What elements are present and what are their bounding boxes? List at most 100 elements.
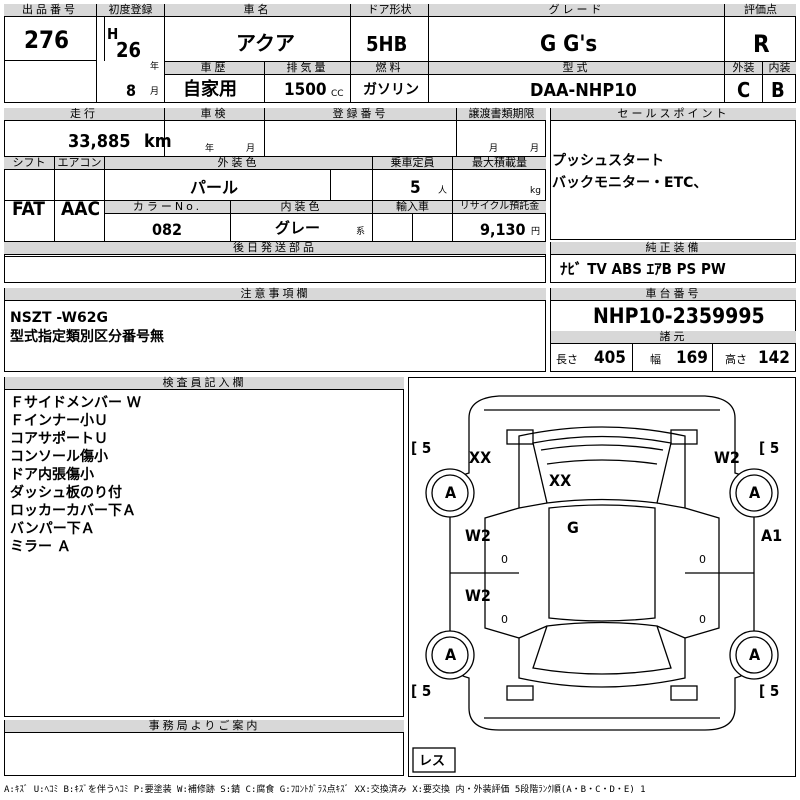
- door-zero-3: 0: [699, 553, 706, 566]
- chassis-no: NHP10-2359995: [593, 304, 765, 328]
- recycle-deposit: 9,130: [480, 220, 526, 239]
- marker-front-door-left: W2: [465, 526, 491, 545]
- inspector-note: ドア内張傷小: [10, 467, 94, 483]
- wheel-front-right-mark: A: [749, 483, 761, 502]
- marker-glass: G: [567, 518, 579, 537]
- marker-front-right: W2: [714, 448, 740, 467]
- cc-unit: CC: [331, 89, 344, 99]
- legend: A:ｷｽﾞ U:ﾍｺﾐ B:ｷｽﾞを伴うﾍｺﾐ P:要塗装 W:補修跡 S:錆 …: [4, 785, 646, 795]
- grade-label: グレード: [429, 4, 724, 17]
- mileage: 33,885: [68, 131, 131, 152]
- aircon: AAC: [61, 198, 101, 220]
- wheel-front-left-mark: A: [445, 483, 457, 502]
- exterior-color-label: 外装色: [105, 157, 372, 170]
- width: 169: [676, 348, 708, 368]
- car-name-label: 車名: [165, 4, 350, 17]
- car-diagram: [ 5 [ 5 [ 5 [ 5 レス XX W2 XX G W2 W2 A1 A…: [408, 377, 796, 777]
- interior-color-label: 内装色: [231, 201, 372, 214]
- office-label: 事務局よりご案内: [5, 720, 404, 733]
- marker-hood: XX: [549, 471, 572, 490]
- first-reg-label: 初度登録: [97, 4, 164, 17]
- marker-rear-door-left: W2: [465, 586, 491, 605]
- fuel: ガソリン: [363, 82, 419, 98]
- year-unit: 年: [150, 62, 160, 72]
- height-label: 高さ: [725, 353, 747, 366]
- inspection-label: 車検: [165, 108, 264, 121]
- lot-number-label: 出品番号: [4, 4, 96, 17]
- persons-unit: 人: [438, 186, 448, 196]
- notes-label: 注意事項欄: [5, 288, 546, 301]
- reg-month: 8: [126, 81, 137, 100]
- lot-number: 276: [24, 26, 70, 54]
- door-zero-4: 0: [699, 613, 706, 626]
- note-1: NSZT -W62G: [10, 310, 108, 326]
- sales-point-2: バックモニター・ETC、: [552, 175, 708, 191]
- tire-rear-left: [ 5: [411, 682, 432, 700]
- tire-front-right: [ 5: [759, 439, 780, 457]
- shift: FAT: [12, 198, 45, 220]
- wheel-rear-left-mark: A: [445, 645, 457, 664]
- inspector-note: コアサポートＵ: [10, 431, 108, 447]
- later-parts-label: 後日発送部品: [4, 242, 546, 255]
- exterior-label: 外装: [725, 62, 762, 75]
- score: R: [753, 30, 770, 58]
- registration-no-label: 登録番号: [265, 108, 456, 121]
- capacity-label: 乗車定員: [373, 157, 452, 170]
- displacement: 1500: [284, 80, 327, 100]
- history: 自家用: [183, 79, 237, 100]
- door-type-label: ドア形状: [351, 4, 428, 17]
- model-code-label: 型式: [429, 62, 724, 75]
- inspector-note: バンパー下Ａ: [10, 521, 95, 537]
- transfer-deadline-label: 譲渡書類期限: [457, 108, 546, 121]
- inspector-label: 検査員記入欄: [5, 377, 404, 390]
- score-label: 評価点: [725, 4, 796, 17]
- import-label: 輸入車: [373, 201, 452, 214]
- door-zero-2: 0: [501, 613, 508, 626]
- history-label: 車歴: [165, 62, 264, 75]
- wheel-rear-right-mark: A: [749, 645, 761, 664]
- transfer-day-unit: 月: [530, 144, 540, 154]
- interior-color: グレー: [275, 219, 321, 237]
- inspector-note: ミラー Ａ: [10, 539, 71, 555]
- exterior-color: パール: [190, 178, 239, 197]
- inspection-month-unit: 月: [246, 144, 256, 154]
- tire-rear-right: [ 5: [759, 682, 780, 700]
- door-type: 5HB: [366, 32, 408, 56]
- note-2: 型式指定類別区分番号無: [10, 329, 164, 345]
- inspector-note: ダッシュ板のり付: [10, 485, 122, 501]
- capacity: 5: [410, 178, 421, 198]
- inspector-note: コンソール傷小: [10, 449, 108, 465]
- color-no: 082: [152, 220, 183, 239]
- car-name: アクア: [236, 31, 295, 55]
- width-label: 幅: [650, 353, 661, 366]
- length: 405: [594, 348, 626, 368]
- height: 142: [758, 348, 790, 368]
- yen-unit: 円: [531, 227, 541, 237]
- marker-right-side: A1: [761, 526, 783, 545]
- era: H: [107, 25, 119, 43]
- door-zero-1: 0: [501, 553, 508, 566]
- car-outline-svg: [412, 395, 779, 773]
- length-label: 長さ: [556, 353, 578, 366]
- sales-point-1: プッシュスタート: [552, 153, 664, 169]
- sales-points-label: セールスポイント: [551, 108, 796, 121]
- spare-tire: レス: [419, 754, 446, 769]
- tire-front-left: [ 5: [411, 439, 432, 457]
- kei-unit: 系: [356, 227, 366, 237]
- inspection-year-unit: 年: [205, 144, 215, 154]
- model-code: DAA-NHP10: [530, 80, 637, 101]
- interior-label: 内装: [763, 62, 796, 75]
- equipment: ﾅﾋﾞ TV ABS ｴｱB PS PW: [560, 260, 726, 278]
- max-load-label: 最大積載量: [453, 157, 546, 170]
- inspector-note: Ｆインナー小Ｕ: [10, 413, 108, 429]
- inspector-note: Ｆサイドメンバー Ｗ: [10, 395, 141, 411]
- km-unit: km: [144, 131, 172, 152]
- aircon-label: エアコン: [55, 157, 104, 170]
- chassis-no-label: 車台番号: [551, 288, 796, 301]
- displacement-label: 排気量: [265, 62, 350, 75]
- month-unit: 月: [150, 87, 160, 97]
- marker-front-left: XX: [469, 448, 492, 467]
- inspector-note: ロッカーカバー下Ａ: [10, 503, 136, 519]
- mileage-label: 走行: [4, 108, 164, 121]
- transfer-month-unit: 月: [489, 144, 499, 154]
